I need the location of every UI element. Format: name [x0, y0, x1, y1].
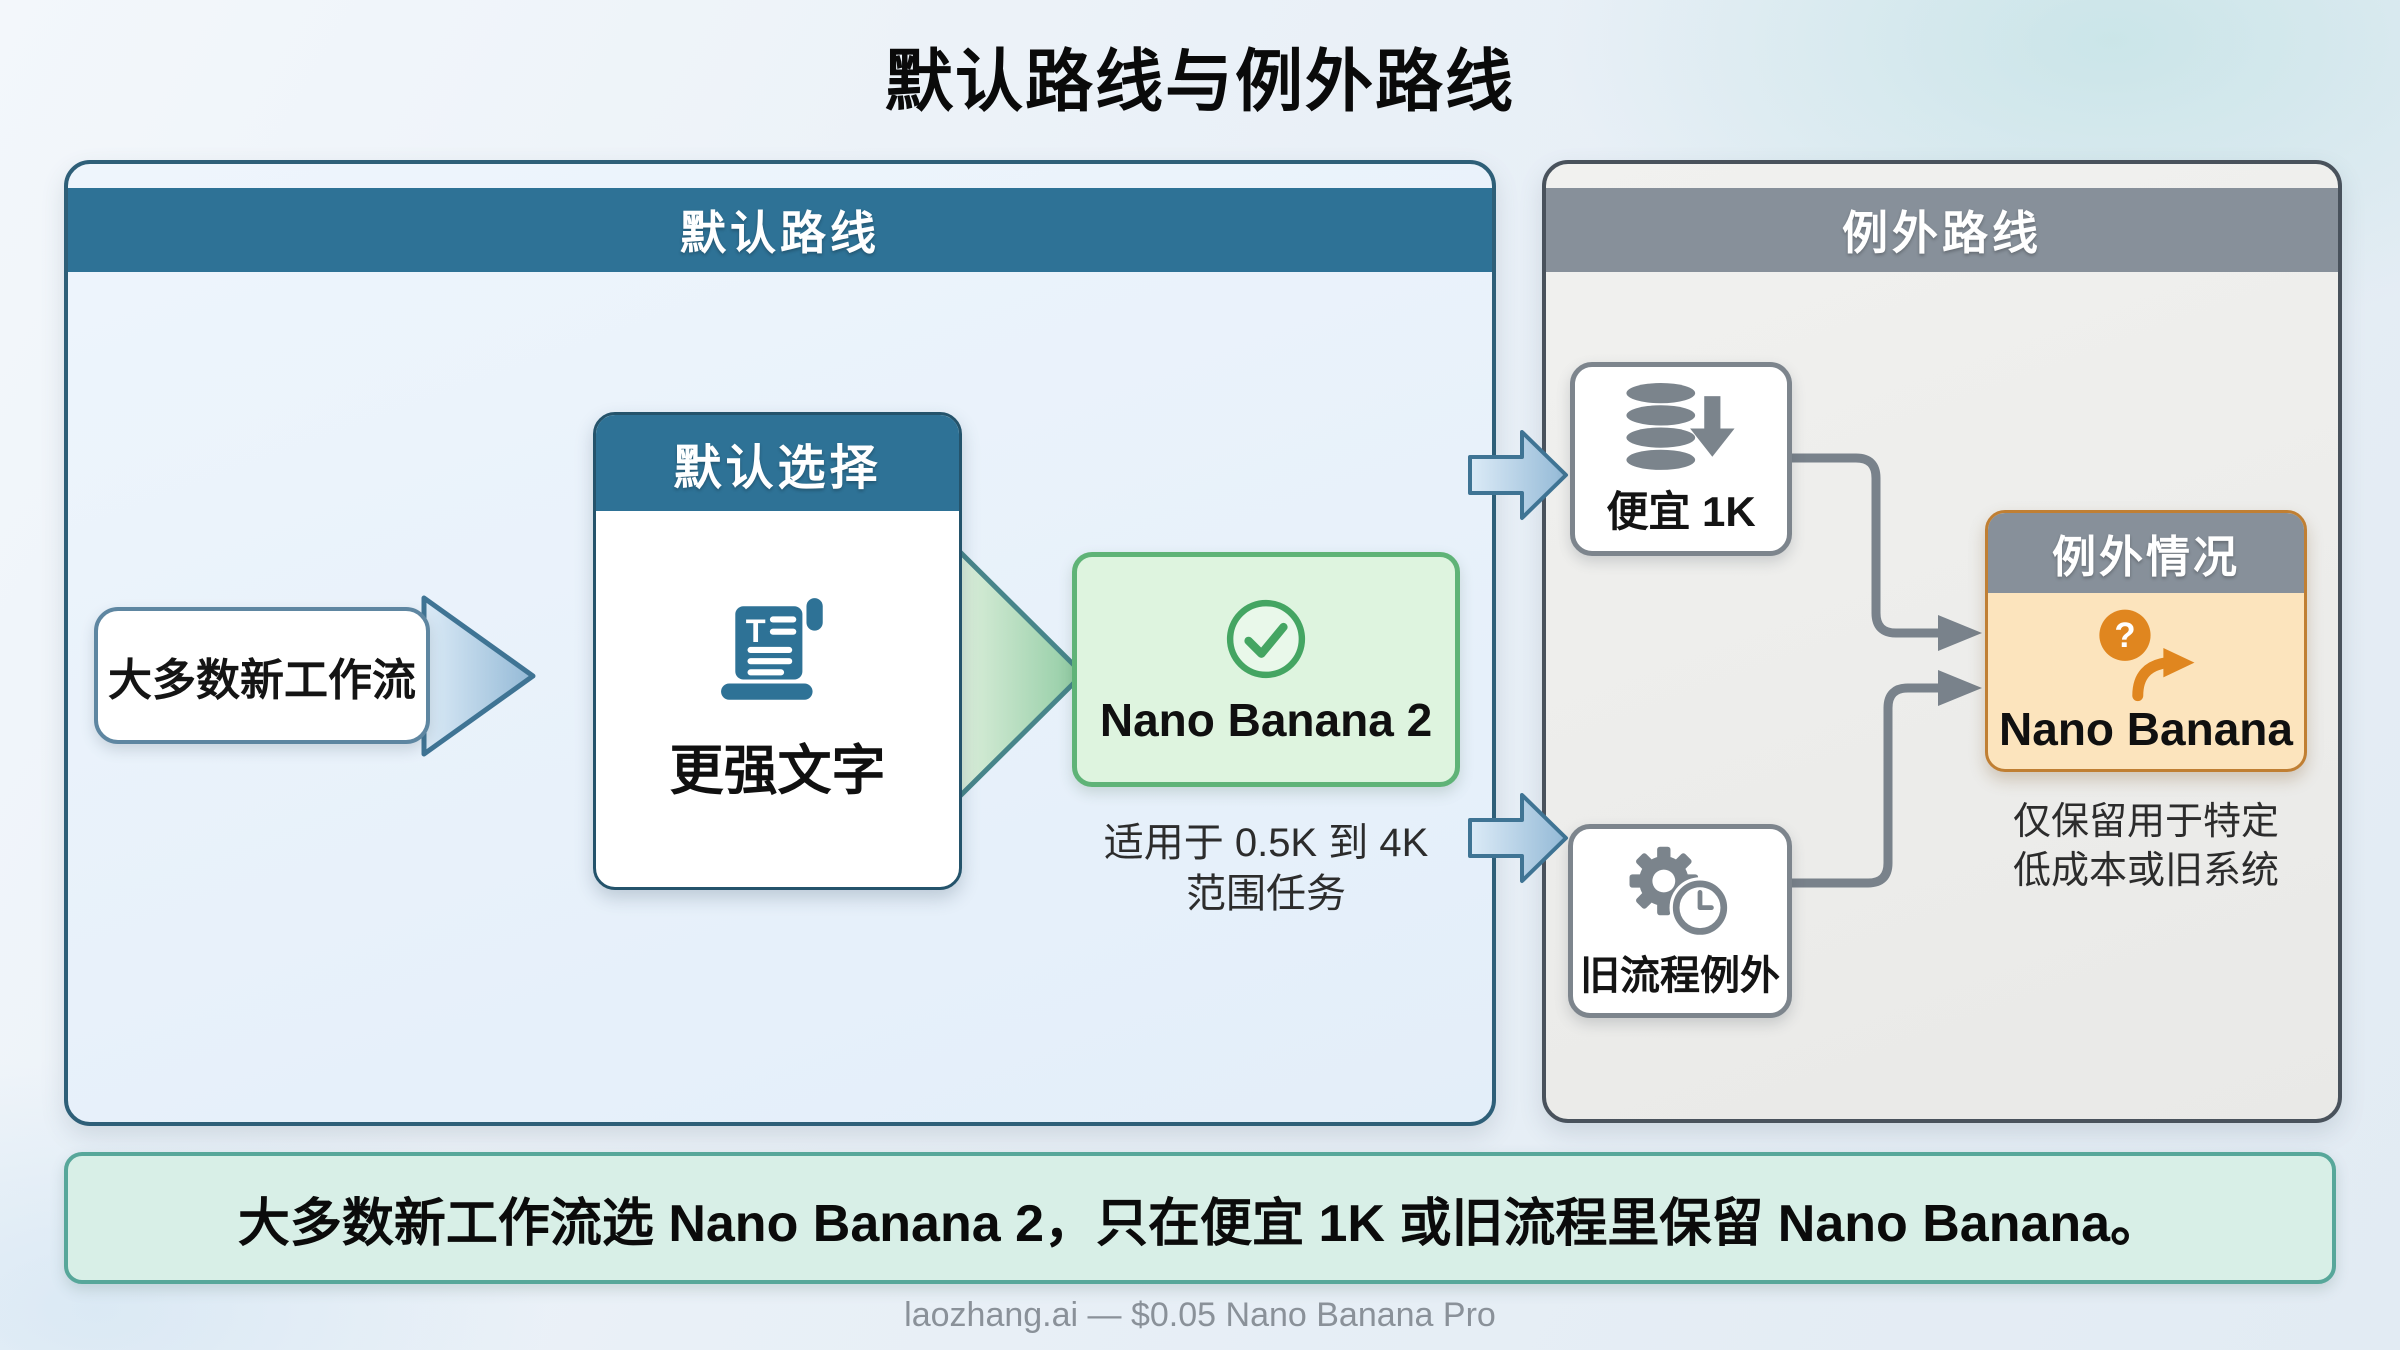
- nano-banana-label: Nano Banana: [1999, 703, 2293, 755]
- legacy-process-label: 旧流程例外: [1580, 954, 1780, 998]
- cheap-1k-label: 便宜 1K: [1606, 487, 1756, 535]
- summary-banner: 大多数新工作流选 Nano Banana 2，只在便宜 1K 或旧流程里保留 N…: [64, 1152, 2336, 1284]
- nano-banana-2-caption: 适用于 0.5K 到 4K 范围任务: [1052, 818, 1480, 920]
- default-choice-header-label: 默认选择: [673, 442, 882, 495]
- nano-banana-2-label: Nano Banana 2: [1099, 693, 1433, 746]
- workflow-source-box: 大多数新工作流: [94, 607, 430, 744]
- exception-case-header-label: 例外情况: [2052, 533, 2240, 582]
- scroll-text-icon: T: [720, 597, 823, 700]
- default-choice-label: 更强文字: [669, 740, 886, 801]
- exception-caption-line2: 低成本或旧系统: [2012, 849, 2279, 892]
- exception-case-card: 例外情况 ? Nano Banana: [1985, 510, 2307, 772]
- check-circle-icon: [1226, 599, 1306, 678]
- exception-route-header: 例外路线: [1546, 188, 2338, 272]
- footer-watermark: laozhang.ai — $0.05 Nano Banana Pro: [904, 1296, 1496, 1334]
- svg-text:?: ?: [2114, 617, 2135, 655]
- nano-banana-2-caption-line1: 适用于 0.5K 到 4K: [1103, 821, 1429, 865]
- exception-case-header: 例外情况: [1988, 513, 2304, 593]
- gear-clock-icon: [1629, 846, 1731, 939]
- default-route-header: 默认路线: [68, 188, 1492, 272]
- default-choice-card: 默认选择 T 更强文字: [593, 412, 962, 890]
- question-redirect-icon: ?: [2099, 609, 2195, 702]
- nano-banana-2-caption-line2: 范围任务: [1186, 872, 1346, 917]
- exception-case-body: ? Nano Banana: [1988, 593, 2304, 769]
- default-choice-card-body: T 更强文字: [596, 511, 959, 887]
- nano-banana-2-box: Nano Banana 2: [1072, 552, 1460, 787]
- workflow-source-label: 大多数新工作流: [108, 655, 416, 705]
- exception-caption: 仅保留用于特定 低成本或旧系统: [1955, 798, 2337, 895]
- page-title: 默认路线与例外路线: [884, 44, 1515, 120]
- exception-route-header-label: 例外路线: [1842, 207, 2042, 259]
- summary-banner-text: 大多数新工作流选 Nano Banana 2，只在便宜 1K 或旧流程里保留 N…: [237, 1194, 2163, 1253]
- exception-caption-line1: 仅保留用于特定: [2012, 801, 2279, 843]
- cheap-1k-box: 便宜 1K: [1570, 362, 1792, 556]
- svg-text:T: T: [745, 612, 765, 648]
- default-choice-card-header: 默认选择: [596, 415, 959, 511]
- database-down-icon: [1626, 382, 1735, 470]
- default-route-header-label: 默认路线: [680, 207, 880, 259]
- legacy-process-box: 旧流程例外: [1568, 824, 1792, 1018]
